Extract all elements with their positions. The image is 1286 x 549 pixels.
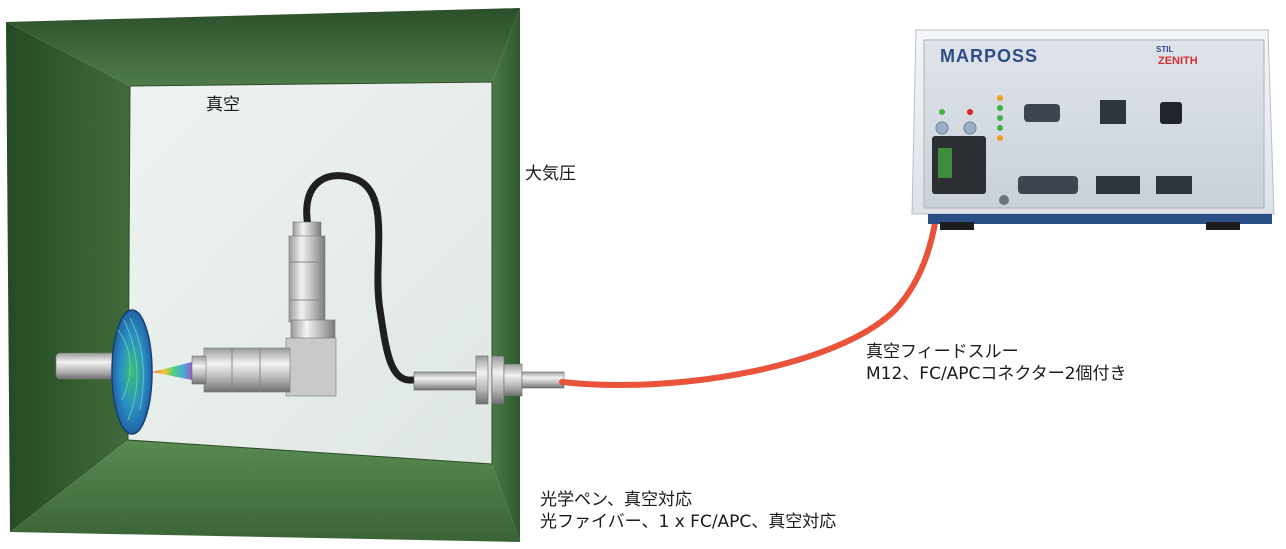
label-feedthrough: 真空フィードスルー M12、FC/APCコネクター2個付き xyxy=(866,341,1127,385)
chamber-frame-left xyxy=(6,22,130,532)
sample-wafer xyxy=(55,309,153,435)
chamber-frame-top xyxy=(6,8,520,86)
label-pen-line1: 光学ペン、真空対応 xyxy=(540,490,692,510)
chamber-frame-right xyxy=(492,8,520,542)
label-feedthrough-line1: 真空フィードスルー xyxy=(866,342,1019,362)
fiber-outside xyxy=(559,173,943,389)
label-vacuum: 真空 xyxy=(206,95,240,115)
controller-unit xyxy=(911,29,1275,230)
light-cone xyxy=(152,362,192,380)
optical-pen xyxy=(152,221,337,397)
vacuum-chamber xyxy=(6,8,520,542)
vacuum-feedthrough xyxy=(413,355,565,405)
label-pen-line2: 光ファイバー、1 x FC/APC、真空対応 xyxy=(540,512,837,532)
chamber-frame-bottom xyxy=(10,440,520,542)
label-atmosphere: 大気圧 xyxy=(525,164,576,184)
label-optical-pen: 光学ペン、真空対応 光ファイバー、1 x FC/APC、真空対応 xyxy=(540,489,836,533)
label-feedthrough-line2: M12、FC/APCコネクター2個付き xyxy=(866,364,1127,384)
fiber-inside xyxy=(303,172,424,384)
